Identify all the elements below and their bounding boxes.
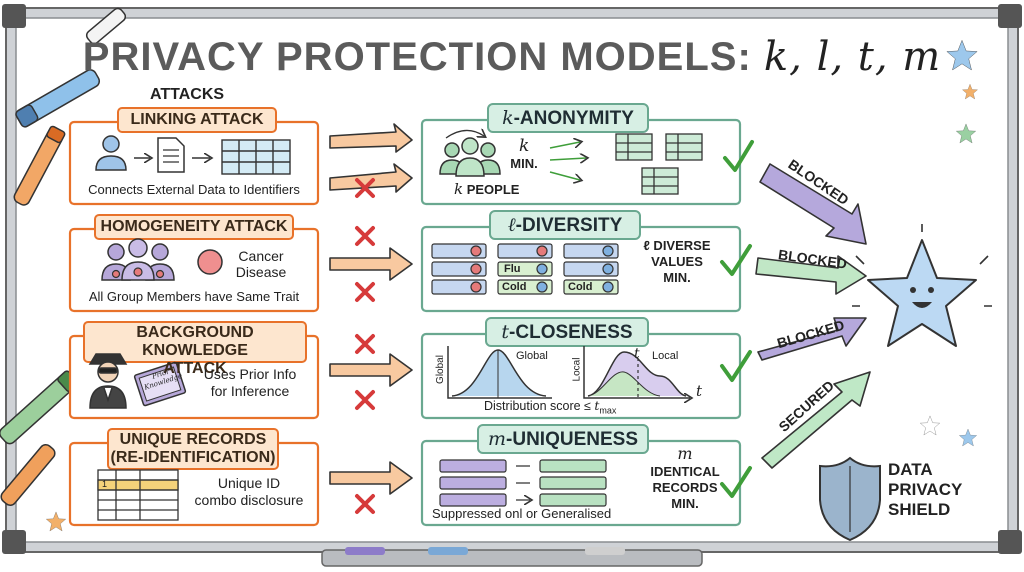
- record-table-icon: [97, 469, 179, 521]
- linking-attack-label: LINKING ATTACK: [130, 111, 264, 128]
- attacks-header: ATTACKS: [150, 86, 225, 103]
- l-diversity-note: ℓ DIVERSE VALUES MIN.: [643, 238, 711, 285]
- m-uniqueness-caption: Suppressed onl or Generalised: [432, 506, 612, 521]
- l-diversity-label: ℓ-DIVERSITY: [507, 214, 623, 236]
- diversity-cell-cold-2: Cold: [568, 281, 593, 293]
- tray-marker: [428, 547, 468, 555]
- record-row-number: 1: [102, 479, 108, 489]
- local-distribution-chart: [583, 346, 690, 398]
- tray-marker: [345, 547, 385, 555]
- red-crosses: [355, 178, 375, 514]
- table-icon: [221, 139, 291, 175]
- shield-label: DATA PRIVACY SHIELD: [888, 460, 963, 519]
- k-min-variable: k: [519, 136, 530, 156]
- marker-orange: [13, 125, 66, 206]
- marker-blue: [15, 69, 101, 128]
- unique-records-label: UNIQUE RECORDS (RE-IDENTIFICATION): [110, 431, 276, 466]
- homogeneity-attack-desc: All Group Members have Same Trait: [88, 289, 300, 304]
- outcome-arrows: [755, 163, 871, 469]
- frame-corner: [2, 4, 26, 28]
- frame-corner: [2, 530, 26, 554]
- homogeneity-side-text: Cancer Disease: [235, 248, 287, 280]
- m-uniqueness-label: m-UNIQUENESS: [488, 428, 638, 450]
- document-icon: [157, 137, 185, 173]
- marker-white: [85, 7, 127, 45]
- marker-orange-2: [0, 443, 56, 507]
- decor-stars: [46, 40, 978, 532]
- person-icon: [95, 135, 127, 171]
- diversity-cell-flu: Flu: [504, 263, 521, 275]
- distribution-score-caption: Distribution score ≤ tmax: [484, 398, 617, 416]
- unique-records-side-text: Unique ID combo disclosure: [194, 475, 304, 508]
- m-uniqueness-note: IDENTICAL RECORDS MIN.: [650, 464, 720, 511]
- t-closeness-label: t-CLOSENESS: [501, 321, 633, 343]
- uniqueness-records: [439, 459, 607, 506]
- book-icon: [133, 361, 187, 407]
- linking-attack-desc: Connects External Data to Identifiers: [88, 182, 300, 197]
- homogeneity-attack-label: HOMOGENEITY ATTACK: [100, 218, 288, 235]
- global-axis-label: Global: [434, 355, 446, 384]
- diversity-columns: [431, 243, 619, 295]
- cycle-arrow-icon: [445, 130, 484, 139]
- frame-corner: [998, 4, 1022, 28]
- t-threshold-mark: t: [634, 346, 640, 362]
- frame-corner: [998, 530, 1022, 554]
- virus-icon: [111, 249, 223, 279]
- k-people-caption: k PEOPLE: [454, 180, 520, 198]
- t-axis-label: t: [696, 382, 703, 400]
- background-side-text: Uses Prior Info for Inference: [203, 366, 297, 399]
- grouped-tables-icon: [615, 133, 703, 195]
- m-note-variable: m: [677, 444, 693, 463]
- global-distribution-chart: [447, 346, 552, 399]
- local-axis-label: Local: [571, 357, 583, 382]
- group-arrows: [549, 142, 586, 180]
- k-anonymity-label: k-ANONYMITY: [502, 107, 634, 129]
- orange-arrows: [329, 123, 413, 495]
- green-checks: [720, 140, 754, 498]
- diversity-cell-cold: Cold: [502, 281, 527, 293]
- spy-icon: [88, 353, 128, 409]
- title-variables: k, l, t, m: [763, 34, 942, 80]
- shield-icon: [819, 456, 881, 542]
- tray-marker: [585, 547, 625, 555]
- global-curve-label: Global: [516, 350, 548, 362]
- local-curve-label: Local: [652, 350, 679, 362]
- page-title: PRIVACY PROTECTION MODELS: k, l, t, m: [82, 34, 942, 80]
- model-label-tabs: [477, 103, 649, 454]
- crowd-icon: [439, 137, 501, 177]
- secure-star: [852, 224, 992, 347]
- k-min-text: MIN.: [510, 156, 538, 171]
- attack-label-tabs: [83, 107, 307, 470]
- background-attack-label: BACKGROUND KNOWLEDGE ATTACK: [136, 324, 254, 377]
